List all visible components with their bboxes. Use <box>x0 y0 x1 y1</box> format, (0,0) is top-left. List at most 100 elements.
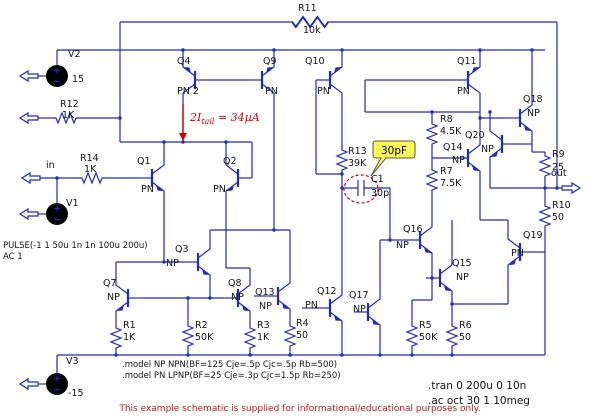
label-Q13[interactable]: Q13 <box>255 287 275 298</box>
label-R12[interactable]: R12 <box>60 99 79 110</box>
label-R1[interactable]: R1 <box>123 320 136 331</box>
value-R1[interactable]: 1K <box>123 332 136 343</box>
label-V1[interactable]: V1 <box>66 198 79 209</box>
label-R10[interactable]: R10 <box>552 200 571 211</box>
value-R9[interactable]: 25 <box>552 162 565 173</box>
resistor-R9[interactable] <box>539 151 551 181</box>
value-R14[interactable]: 1K <box>84 164 97 175</box>
label-R9[interactable]: R9 <box>552 149 565 160</box>
directive-model-pn[interactable]: .model PN LPNP(BF=25 Cje=.3p Cjc=1.5p Rb… <box>122 371 341 381</box>
value-R7[interactable]: 7.5K <box>440 178 462 189</box>
label-Q1[interactable]: Q1 <box>137 156 151 167</box>
label-R14[interactable]: R14 <box>80 153 99 164</box>
type-Q3[interactable]: NP <box>166 258 179 269</box>
value-R8[interactable]: 4.5K <box>440 126 462 137</box>
value-R10[interactable]: 50 <box>552 212 565 223</box>
label-Q10[interactable]: Q10 <box>305 56 325 67</box>
type-Q11[interactable]: PN <box>457 86 470 97</box>
label-C1[interactable]: C1 <box>371 174 384 185</box>
vsource-V3[interactable] <box>45 372 69 396</box>
label-Q14[interactable]: Q14 <box>443 142 463 153</box>
label-Q3[interactable]: Q3 <box>175 244 189 255</box>
port-label-out[interactable]: out <box>551 168 567 179</box>
label-Q12[interactable]: Q12 <box>317 286 337 297</box>
label-Q20[interactable]: Q20 <box>465 130 485 141</box>
label-Q11[interactable]: Q11 <box>457 56 477 67</box>
label-Q9[interactable]: Q9 <box>263 56 277 67</box>
type-Q12[interactable]: PN <box>305 300 318 311</box>
type-Q20[interactable]: NP <box>481 144 494 155</box>
type-Q4[interactable]: PN 2 <box>177 86 199 97</box>
port-flag-in-icon[interactable] <box>21 172 41 184</box>
directive-tran[interactable]: .tran 0 200u 0 10n <box>428 380 527 392</box>
net-flag-v2-icon[interactable] <box>19 70 39 82</box>
value-V2[interactable]: 15 <box>72 74 85 85</box>
port-label-in[interactable]: in <box>46 160 55 171</box>
transistor-Q15[interactable] <box>424 250 454 306</box>
value-R2[interactable]: 50K <box>195 332 214 343</box>
resistor-R6[interactable] <box>446 321 458 351</box>
label-Q8[interactable]: Q8 <box>228 278 242 289</box>
value-R12[interactable]: 1K <box>62 110 75 121</box>
value-R4[interactable]: 50 <box>296 330 309 341</box>
net-flag-v1-icon[interactable] <box>19 208 39 220</box>
label-R11[interactable]: R11 <box>298 3 317 14</box>
label-R2[interactable]: R2 <box>195 320 208 331</box>
net-flag-v3-icon[interactable] <box>19 378 39 390</box>
resistor-R4[interactable] <box>284 321 296 351</box>
label-Q19[interactable]: Q19 <box>523 230 543 241</box>
label-Q15[interactable]: Q15 <box>452 258 472 269</box>
type-Q17[interactable]: NP <box>353 304 366 315</box>
label-V3[interactable]: V3 <box>66 356 79 367</box>
type-Q8[interactable]: NP <box>231 292 244 303</box>
label-Q4[interactable]: Q4 <box>177 56 191 67</box>
type-Q2[interactable]: PN <box>213 184 226 195</box>
label-Q7[interactable]: Q7 <box>103 278 117 289</box>
label-R13[interactable]: R13 <box>348 146 367 157</box>
type-Q14[interactable]: NP <box>452 155 465 166</box>
type-Q16[interactable]: NP <box>396 240 409 251</box>
label-R4[interactable]: R4 <box>296 318 309 329</box>
label-V2[interactable]: V2 <box>68 49 81 60</box>
label-R6[interactable]: R6 <box>459 320 472 331</box>
resistor-R3[interactable] <box>244 323 256 353</box>
resistor-R10[interactable] <box>539 201 551 231</box>
type-Q13[interactable]: NP <box>259 301 272 312</box>
label-Q2[interactable]: Q2 <box>223 156 237 167</box>
capacitor-C1[interactable] <box>357 179 365 197</box>
directive-model-np[interactable]: .model NP NPN(BF=125 Cje=.5p Cjc=.5p Rb=… <box>122 360 338 370</box>
label-Q16[interactable]: Q16 <box>403 224 423 235</box>
resistor-R13[interactable] <box>336 145 348 175</box>
value-V1-pulse[interactable]: PULSE(-1 1 50u 1n 1n 100u 200u) <box>3 241 148 251</box>
type-Q1[interactable]: PN <box>141 184 154 195</box>
vsource-V2[interactable] <box>45 64 69 88</box>
type-Q10[interactable]: PN <box>317 86 330 97</box>
value-R3[interactable]: 1K <box>257 332 270 343</box>
label-R8[interactable]: R8 <box>440 114 453 125</box>
resistor-R1[interactable] <box>110 323 122 353</box>
directive-ac[interactable]: .ac oct 30 1 10meg <box>428 395 530 407</box>
value-V1-ac[interactable]: AC 1 <box>3 252 23 262</box>
type-Q9[interactable]: PN <box>265 86 278 97</box>
resistor-R5[interactable] <box>406 321 418 351</box>
value-C1[interactable]: 30p <box>371 188 390 199</box>
label-R5[interactable]: R5 <box>419 320 432 331</box>
value-R11[interactable]: 10k <box>303 25 321 36</box>
value-V3[interactable]: -15 <box>68 388 84 399</box>
resistor-R7[interactable] <box>426 165 438 195</box>
type-Q7[interactable]: NP <box>107 292 120 303</box>
resistor-R8[interactable] <box>426 119 438 149</box>
type-Q15[interactable]: NP <box>456 272 469 283</box>
vsource-V1[interactable] <box>45 202 69 226</box>
port-flag-out-icon[interactable] <box>561 182 581 194</box>
value-R5[interactable]: 50K <box>419 332 438 343</box>
type-Q19[interactable]: PN <box>511 248 524 259</box>
label-Q18[interactable]: Q18 <box>523 94 543 105</box>
value-R13[interactable]: 39K <box>348 158 367 169</box>
value-R6[interactable]: 50 <box>459 332 472 343</box>
label-Q17[interactable]: Q17 <box>349 290 369 301</box>
type-Q18[interactable]: NP <box>527 108 540 119</box>
net-flag-r12-icon[interactable] <box>19 112 39 124</box>
label-R7[interactable]: R7 <box>440 166 453 177</box>
resistor-R2[interactable] <box>182 321 194 351</box>
